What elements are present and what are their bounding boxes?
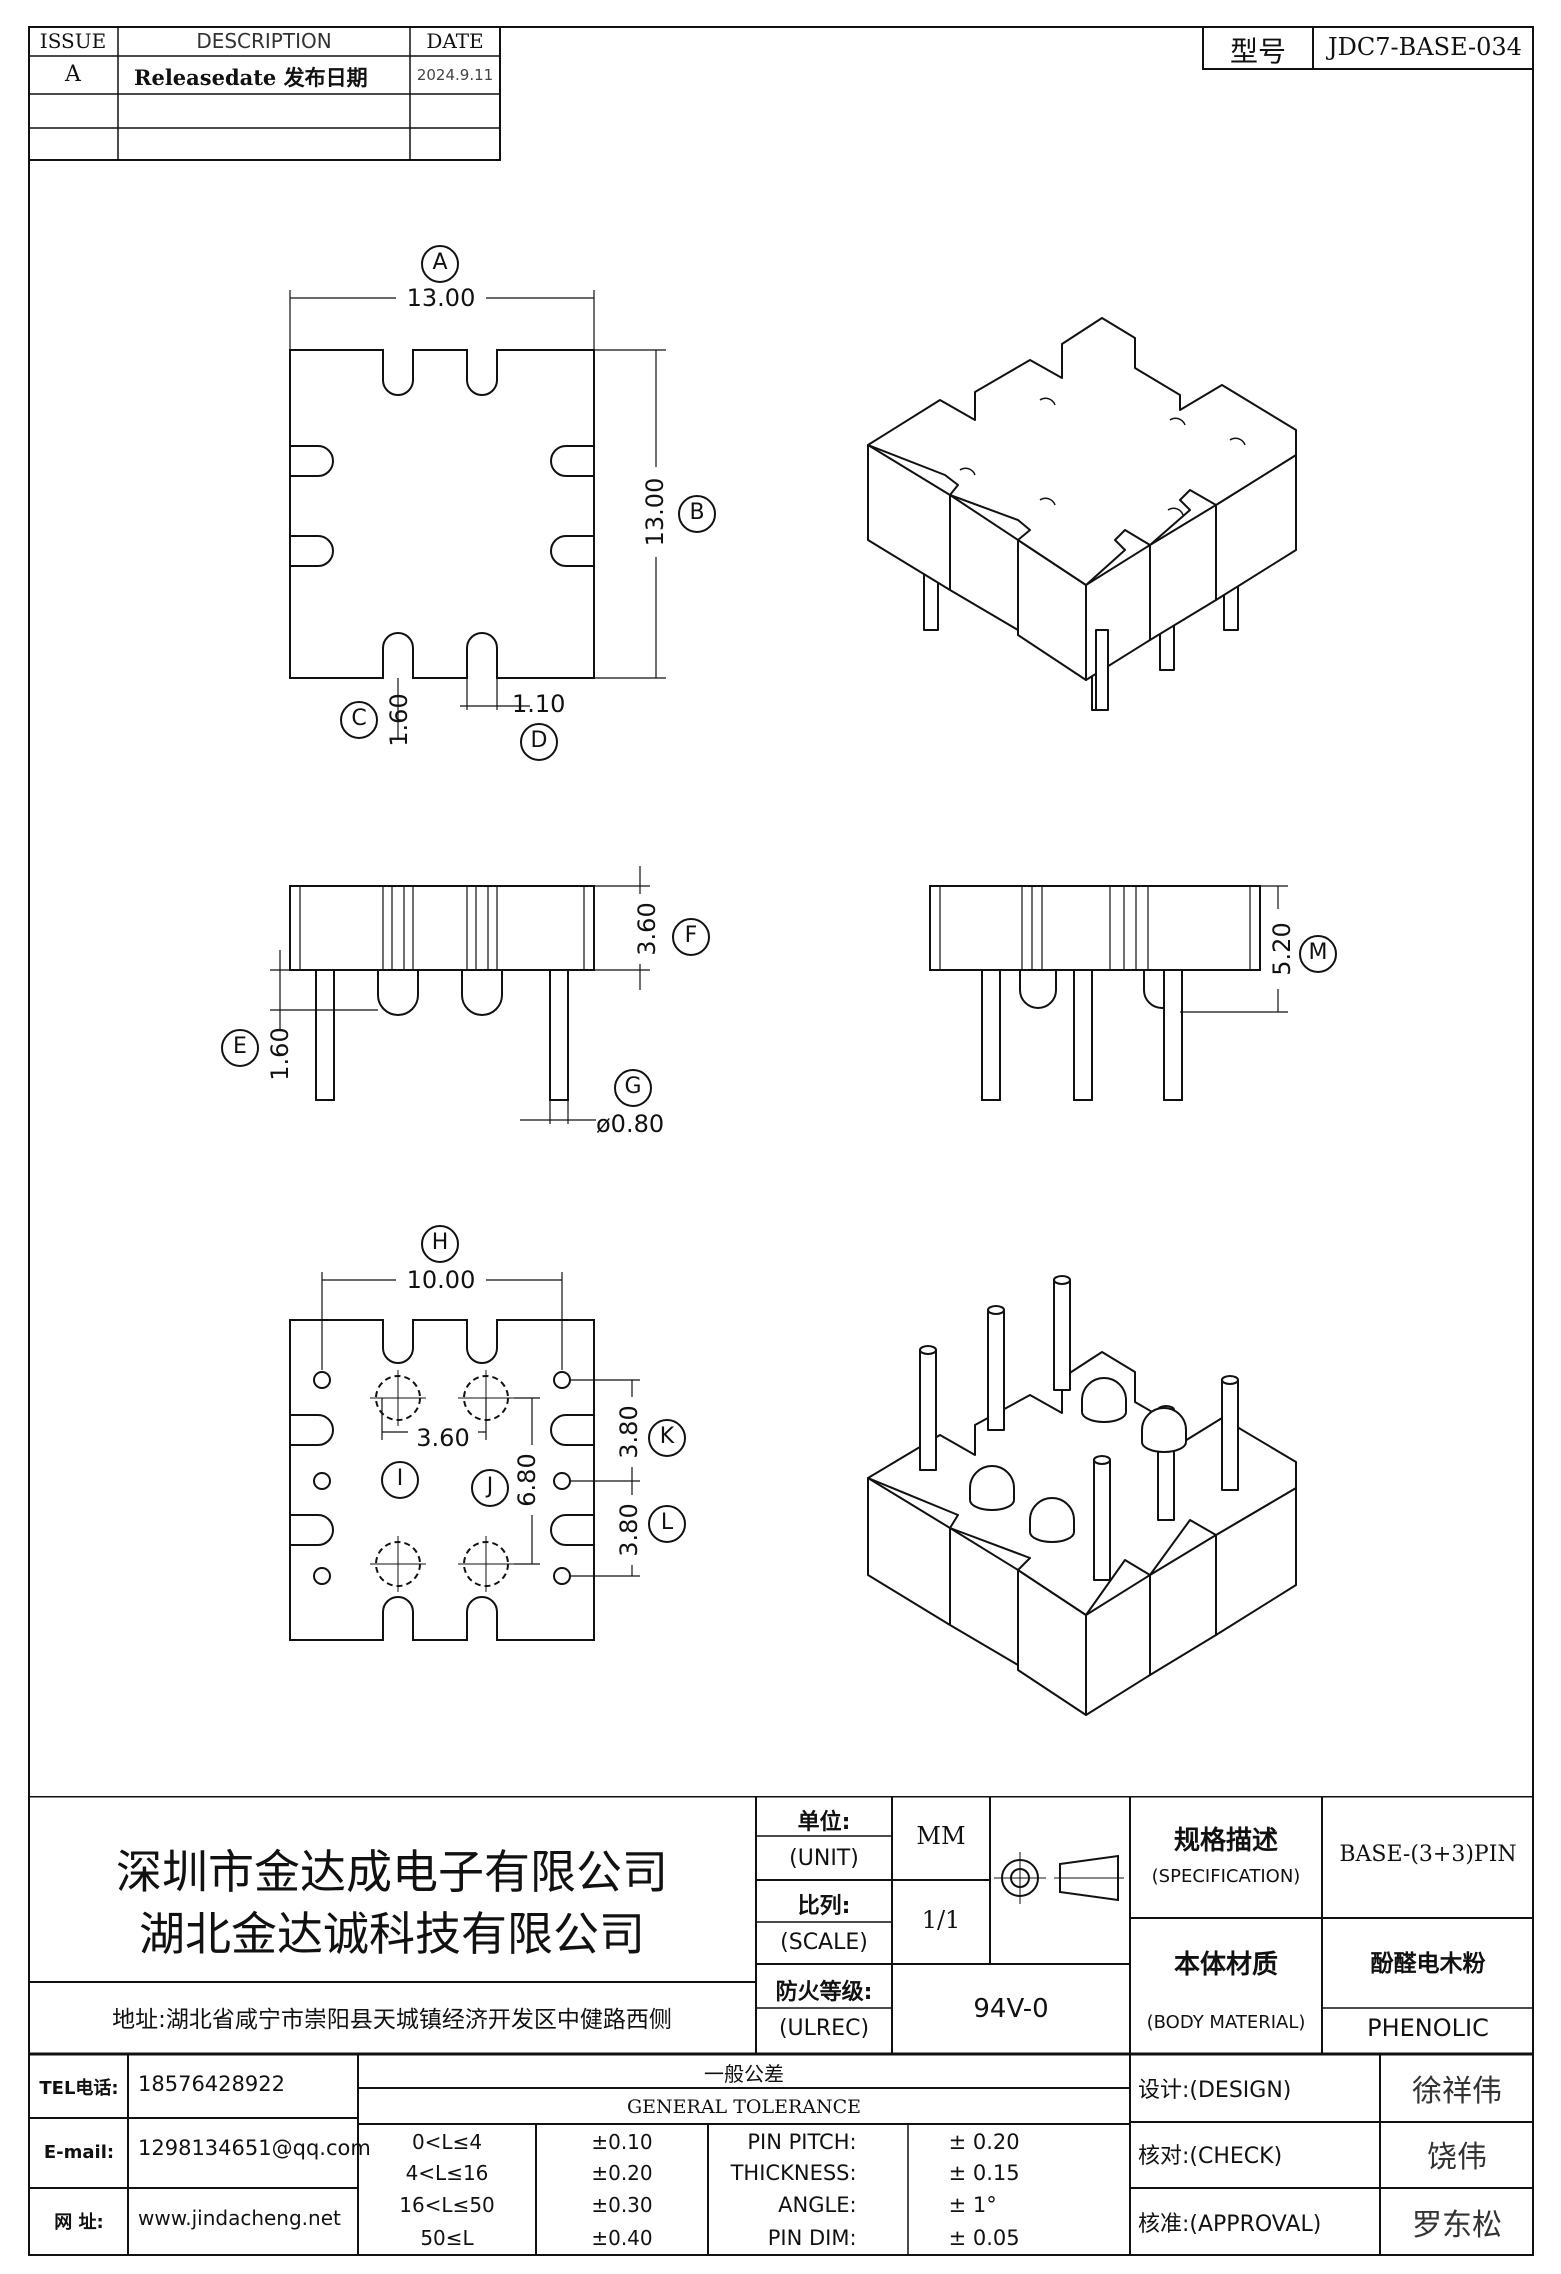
ul-label-cn: 防火等级:	[775, 1980, 873, 2005]
dim-k-label: K	[659, 1424, 675, 1449]
material-value-en: PHENOLIC	[1367, 2014, 1489, 2042]
tolerance-ranges: 0<L≤4 ±0.10 4<L≤16 ±0.20 16<L≤50 ±0.30 5…	[358, 2126, 708, 2253]
material-value-cn: 酚醛电木粉	[1370, 1951, 1486, 1977]
revision-table-grid	[27, 25, 501, 161]
scale-label-en: (SCALE)	[780, 1930, 868, 1955]
dim-m-value: 5.20	[1268, 909, 1296, 989]
tolerance-title-cn: 一般公差	[704, 2062, 784, 2086]
dim-j-value: 6.80	[513, 1445, 541, 1515]
dim-i-value: 3.60	[408, 1424, 478, 1452]
revision-issue: A	[65, 62, 81, 87]
dim-l-label: L	[660, 1510, 674, 1535]
approval-value: 罗东松	[1412, 2208, 1502, 2243]
model-number: JDC7-BASE-034	[1328, 33, 1522, 61]
ul-label-en: (ULREC)	[778, 2016, 870, 2041]
web-label: 网 址:	[54, 2212, 104, 2233]
dim-i-label: I	[396, 1466, 404, 1491]
revision-table: ISSUE DESCRIPTION DATE A Releasedate 发布日…	[27, 25, 502, 162]
tel-label: TEL电话:	[39, 2078, 119, 2099]
design-value: 徐祥伟	[1412, 2074, 1502, 2109]
dim-c-label: C	[351, 706, 367, 731]
tolerance-specs: PIN PITCH: ± 0.20 THICKNESS: ± 0.15 ANGL…	[708, 2126, 1130, 2253]
dim-d-label: D	[530, 728, 548, 753]
company-name-2: 湖北金达诚科技有限公司	[139, 1907, 645, 1961]
dim-h-label: H	[431, 1230, 449, 1255]
iso-view-top	[867, 317, 1297, 711]
company-address: 地址:湖北省咸宁市崇阳县天城镇经济开发区中健路西侧	[112, 2007, 672, 2033]
model-divider	[1312, 26, 1314, 68]
check-label: 核对:(CHECK)	[1138, 2144, 1283, 2169]
dim-b-label: B	[689, 500, 705, 525]
email-label: E-mail:	[43, 2142, 115, 2163]
top-view-outline	[289, 349, 595, 679]
bottom-view	[289, 1272, 640, 1641]
tolerance-spec-row: ANGLE: ± 1°	[778, 2193, 997, 2217]
dim-k-value: 3.80	[615, 1397, 643, 1467]
revision-description: Releasedate 发布日期	[134, 65, 368, 90]
revision-header-issue: ISSUE	[39, 29, 107, 53]
unit-value: MM	[916, 1822, 966, 1850]
revision-header-date: DATE	[426, 29, 484, 53]
model-box: 型号 JDC7-BASE-034	[1202, 26, 1534, 70]
company-name-1: 深圳市金达成电子有限公司	[116, 1845, 668, 1899]
dim-e-label: E	[233, 1034, 247, 1059]
title-block-grid	[28, 1796, 1534, 2256]
dim-g-value: ø0.80	[596, 1110, 665, 1138]
material-label-cn: 本体材质	[1173, 1950, 1278, 1980]
spec-label-cn: 规格描述	[1173, 1826, 1278, 1856]
tolerance-title-en: GENERAL TOLERANCE	[626, 2096, 862, 2118]
scale-label-cn: 比列:	[797, 1894, 851, 1919]
dim-d-value: 1.10	[512, 690, 566, 718]
drawing-frame	[28, 26, 1534, 2256]
spec-label-en: (SPECIFICATION)	[1151, 1866, 1301, 1887]
design-label: 设计:(DESIGN)	[1138, 2078, 1292, 2103]
approval-label: 核准:(APPROVAL)	[1138, 2212, 1322, 2237]
dim-m-label: M	[1308, 940, 1328, 965]
iso-top-face	[867, 317, 1297, 586]
tolerance-row: 0<L≤4 ±0.10	[411, 2129, 653, 2154]
dim-g-label: G	[624, 1074, 642, 1099]
iso-view-bottom	[867, 1275, 1297, 1716]
dim-b-value: 13.00	[641, 467, 669, 557]
dim-l-value: 3.80	[615, 1495, 643, 1565]
top-view-side-slots	[290, 445, 594, 567]
dim-a-value: 13.00	[396, 284, 486, 312]
ul-value: 94V-0	[973, 1994, 1049, 2024]
dim-f-label: F	[684, 923, 698, 948]
dim-f-value: 3.60	[633, 894, 661, 964]
side-view-left	[270, 866, 650, 1124]
unit-label-en: (UNIT)	[789, 1846, 859, 1871]
tolerance-spec-row: PIN PITCH: ± 0.20	[747, 2129, 1020, 2154]
tolerance-spec-row: THICKNESS: ± 0.15	[730, 2160, 1020, 2185]
spec-value: BASE-(3+3)PIN	[1339, 1842, 1517, 1867]
revision-header-description: DESCRIPTION	[196, 29, 332, 53]
dim-e-value: 1.60	[266, 1027, 294, 1081]
unit-label-cn: 单位:	[797, 1810, 851, 1835]
model-label: 型号	[1229, 35, 1286, 68]
title-block: 深圳市金达成电子有限公司 湖北金达诚科技有限公司 地址:湖北省咸宁市崇阳县天城镇…	[28, 1796, 1534, 2256]
tolerance-spec-row: PIN DIM: ± 0.05	[767, 2225, 1020, 2250]
tolerance-row: 4<L≤16 ±0.20	[405, 2160, 653, 2185]
dim-a-label: A	[432, 250, 448, 275]
check-value: 饶伟	[1427, 2140, 1487, 2175]
drawing-views	[221, 245, 1337, 1716]
side-view-right	[929, 885, 1288, 1101]
top-view	[289, 290, 666, 740]
tel-value: 18576428922	[138, 2072, 285, 2096]
material-label-en: (BODY MATERIAL)	[1146, 2012, 1306, 2033]
tolerance-row: 50≤L ±0.40	[420, 2225, 653, 2250]
scale-value: 1/1	[921, 1906, 961, 1934]
dim-c-value: 1.60	[385, 693, 413, 747]
email-value[interactable]: 1298134651@qq.com	[138, 2136, 371, 2160]
dim-j-label: J	[486, 1474, 494, 1499]
web-value[interactable]: www.jindacheng.net	[138, 2206, 341, 2230]
dim-h-value: 10.00	[396, 1266, 486, 1294]
tolerance-row: 16<L≤50 ±0.30	[399, 2193, 653, 2217]
projection-symbol-icon	[994, 1852, 1124, 1904]
revision-date: 2024.9.11	[416, 66, 494, 84]
